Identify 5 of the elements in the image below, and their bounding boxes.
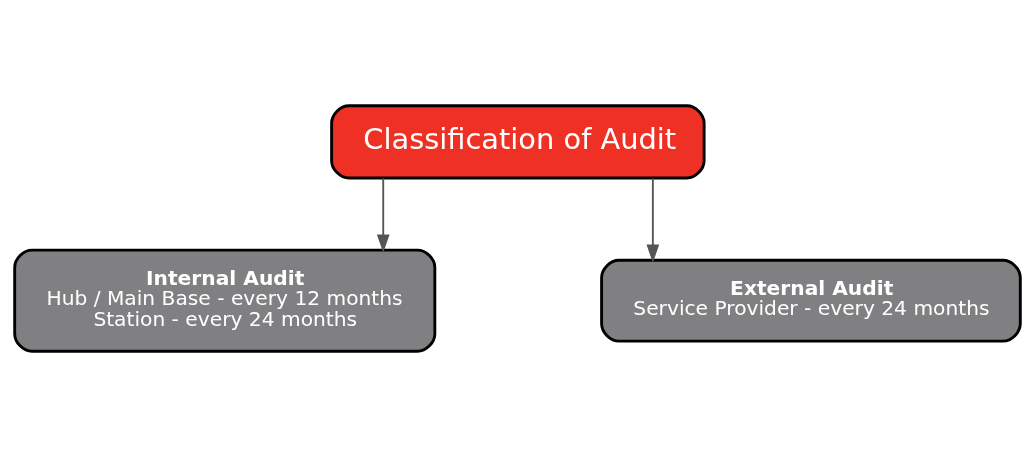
node-box: Classification of Audit <box>330 104 706 180</box>
arrow <box>646 177 660 263</box>
node-box: External Audit Service Provider - every 24 months <box>600 258 1022 343</box>
node-box: Internal Audit Hub / Main Base - every 12 months Station - every 24 months <box>13 248 437 353</box>
arrow <box>376 177 390 253</box>
